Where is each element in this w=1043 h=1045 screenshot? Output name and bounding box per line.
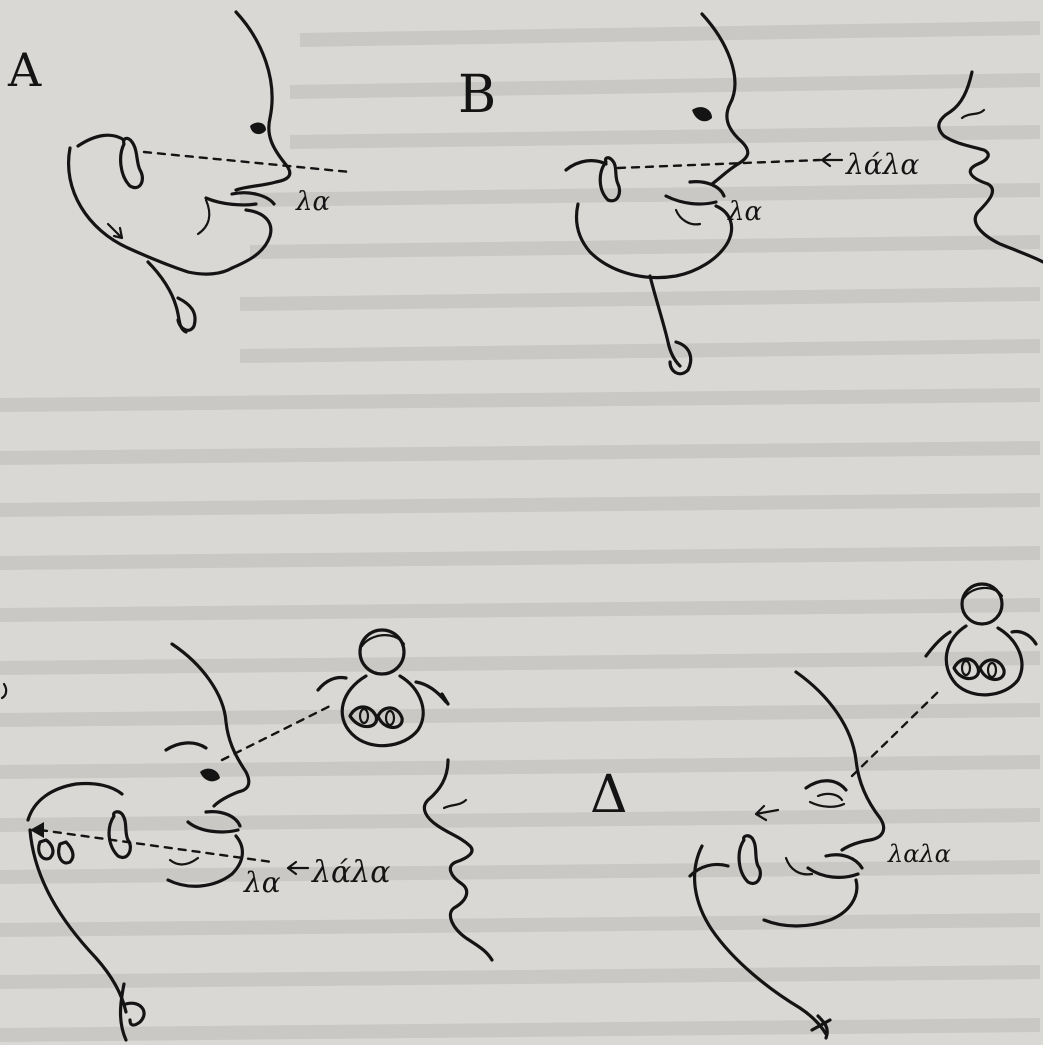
panel-a: A λα bbox=[7, 12, 350, 332]
panel-b-adult-speech: λάλα bbox=[845, 148, 919, 181]
stray-mark bbox=[2, 684, 6, 698]
panel-b-adult-face bbox=[939, 72, 1043, 262]
panel-a-baby-face bbox=[69, 12, 290, 332]
panel-c-mouth-label: λα bbox=[243, 866, 281, 899]
panel-b-letter: B bbox=[458, 65, 496, 125]
panel-b-gaze-line bbox=[618, 160, 820, 168]
panel-a-mouth-label: λα bbox=[295, 187, 330, 217]
panel-d-baby-face bbox=[690, 672, 884, 1038]
panel-d-mouth-label: λαλα bbox=[887, 840, 951, 868]
panel-a-gaze-line bbox=[144, 152, 350, 172]
panel-c-gaze-line bbox=[40, 830, 272, 862]
panel-c-adult-speech: λάλα bbox=[311, 855, 391, 890]
panel-b-mouth-label: λα bbox=[727, 197, 762, 227]
panel-a-letter: A bbox=[7, 43, 42, 97]
panel-d-letter: Δ bbox=[590, 765, 628, 825]
panel-c-toy-figure bbox=[318, 630, 448, 746]
panel-b-arrow-icon bbox=[822, 154, 842, 166]
